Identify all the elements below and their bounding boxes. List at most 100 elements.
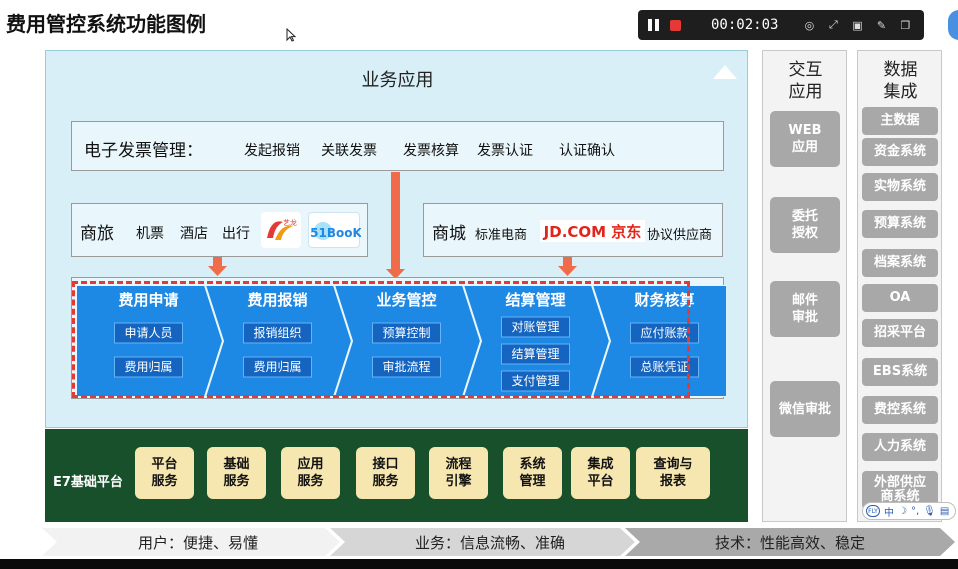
travel-item-transport: 出行 <box>222 226 250 242</box>
screenshot-icon[interactable]: ▣ <box>852 18 863 32</box>
flow-sub-box-2-1 <box>372 356 441 378</box>
business-travel-panel: 商旅 机票 酒店 出行 艺龙 51BooK <box>71 203 368 257</box>
flow-stage-label-0: 费用申请 <box>118 291 178 309</box>
flow-sub-box-4-1 <box>630 356 699 378</box>
mall-panel: 商城 标准电商 JD.COM 京东 协议供应商 <box>423 203 723 257</box>
screen-bottom-edge <box>0 559 958 569</box>
invoice-down-arrow-head <box>386 269 405 279</box>
service-application: 应用 服务 <box>281 447 340 499</box>
flow-stage-label-3: 结算管理 <box>505 291 565 309</box>
mall-standard-ecommerce: 标准电商 <box>475 228 528 243</box>
e7-platform-area: E7基础平台 平台 服务 基础 服务 应用 服务 接口 服务 流程 引擎 系统 … <box>45 429 748 522</box>
flow-stage-3 <box>461 285 612 397</box>
interaction-delegation: 委托 授权 <box>770 197 840 253</box>
flow-sub-box-0-1 <box>114 356 183 378</box>
footer-user-text: 用户：便捷、易懂 <box>138 534 258 552</box>
ime-chinese-mode[interactable]: 中 <box>884 507 894 519</box>
data-oa: OA <box>862 284 938 312</box>
footer-principles-bar: 用户：便捷、易懂 业务：信息流畅、准确 技术：性能高效、稳定 <box>42 528 955 556</box>
fullscreen-icon[interactable]: ⤢ <box>829 18 838 31</box>
travel-item-flight: 机票 <box>136 226 164 242</box>
flow-sub-box-3-1 <box>501 343 570 365</box>
collapse-triangle-icon[interactable] <box>713 65 737 79</box>
recording-time: 00:02:03 <box>711 17 779 33</box>
minimize-icon[interactable]: ❐ <box>900 18 911 32</box>
flow-sub-label-4-0: 应付账款 <box>640 325 688 340</box>
data-master-data: 主数据 <box>862 107 938 135</box>
camera-toggle-icon[interactable]: ◎ <box>804 18 815 32</box>
flow-sub-label-3-2: 支付管理 <box>511 373 559 388</box>
e7-platform-label: E7基础平台 <box>53 475 123 490</box>
flow-sub-label-1-0: 报销组织 <box>253 325 301 340</box>
service-integration-platform: 集成 平台 <box>571 447 630 499</box>
data-archive-system: 档案系统 <box>862 249 938 277</box>
invoice-item-confirm: 认证确认 <box>559 143 615 159</box>
process-flow-highlight-border <box>72 281 690 398</box>
footer-tech-text: 技术：性能高效、稳定 <box>715 534 865 552</box>
process-flow-diagram: 费用申请申请人员费用归属费用报销报销组织费用归属业务管控预算控制审批流程结算管理… <box>76 285 726 397</box>
jd-logo: JD.COM 京东 <box>540 220 645 242</box>
ime-microphone-icon[interactable]: 🎙 <box>923 505 936 517</box>
flow-sub-box-1-1 <box>243 356 312 378</box>
data-hr-system: 人力系统 <box>862 433 938 461</box>
data-procurement-platform: 招采平台 <box>862 319 938 347</box>
connector-arrows <box>208 172 577 279</box>
invoice-item-verify: 发票认证 <box>477 143 533 159</box>
pause-icon[interactable] <box>648 19 660 31</box>
flow-stage-label-2: 业务管控 <box>376 291 436 309</box>
51book-logo-text: 51BooK <box>310 226 361 240</box>
travel-down-arrow-shaft <box>213 257 222 269</box>
ime-punctuation-icon[interactable]: °, <box>910 505 920 517</box>
flow-sub-label-0-0: 申请人员 <box>124 326 172 340</box>
service-system-management: 系统 管理 <box>503 447 562 499</box>
ime-logo-icon: FLY <box>866 505 880 517</box>
ime-menu-icon[interactable]: ▤ <box>939 505 950 517</box>
interaction-wechat-approval: 微信审批 <box>770 381 840 437</box>
mall-down-arrow-head <box>558 266 577 276</box>
footer-segment-business <box>330 528 635 556</box>
data-asset-system: 实物系统 <box>862 173 938 201</box>
invoice-item-account: 发票核算 <box>403 143 459 159</box>
flow-sub-label-3-0: 对账管理 <box>511 319 559 334</box>
page-title: 费用管控系统功能图例 <box>6 12 206 36</box>
ime-moon-icon[interactable]: ☽ <box>898 505 907 517</box>
data-budget-system: 预算系统 <box>862 210 938 238</box>
flow-sub-label-2-0: 预算控制 <box>382 325 430 340</box>
business-travel-title: 商旅 <box>80 224 114 244</box>
service-basic: 基础 服务 <box>207 447 266 499</box>
flow-sub-label-1-1: 费用归属 <box>253 360 301 374</box>
data-integration-column: 数据 集成 主数据 资金系统 实物系统 预算系统 档案系统 OA 招采平台 EB… <box>857 50 942 522</box>
ime-toolbar[interactable]: FLY 中 ☽ °, 🎙 ▤ <box>862 502 956 520</box>
footer-business-text: 业务：信息流畅、准确 <box>415 534 565 552</box>
mall-agreement-supplier: 协议供应商 <box>647 228 713 243</box>
flow-sub-label-4-1: 总账凭证 <box>640 359 688 374</box>
travel-item-hotel: 酒店 <box>180 226 208 242</box>
flow-stage-label-4: 财务核算 <box>634 291 694 309</box>
flow-sub-box-2-0 <box>372 322 441 344</box>
floating-ball-icon[interactable] <box>948 10 958 40</box>
business-application-area: 业务应用 电子发票管理： 发起报销 关联发票 发票核算 发票认证 认证确认 商旅… <box>45 50 748 428</box>
interaction-email-approval: 邮件 审批 <box>770 281 840 337</box>
e-invoice-title: 电子发票管理： <box>84 141 203 161</box>
footer-segment-user <box>42 528 340 556</box>
footer-segment-tech <box>625 528 955 556</box>
interaction-web: WEB 应用 <box>770 111 840 167</box>
yilong-logo-text: 艺龙 <box>283 218 297 227</box>
screen-recorder-toolbar: 00:02:03 ◎ ⤢ ▣ ✎ ❐ <box>638 10 924 40</box>
service-platform: 平台 服务 <box>135 447 194 499</box>
invoice-item-initiate: 发起报销 <box>244 143 300 159</box>
flow-sub-box-1-0 <box>243 322 312 344</box>
stop-icon[interactable] <box>670 19 681 31</box>
flow-stage-label-1: 费用报销 <box>247 291 307 309</box>
flow-sub-label-0-1: 费用归属 <box>124 360 172 374</box>
data-ebs-system: EBS系统 <box>862 358 938 386</box>
data-expense-control-system: 费控系统 <box>862 396 938 424</box>
service-workflow-engine: 流程 引擎 <box>429 447 488 499</box>
invoice-item-link: 关联发票 <box>321 143 377 159</box>
service-interface: 接口 服务 <box>356 447 415 499</box>
data-integration-title: 数据 集成 <box>883 60 918 102</box>
mall-down-arrow-shaft <box>563 257 572 269</box>
pen-icon[interactable]: ✎ <box>876 18 887 32</box>
interaction-title: 交互 应用 <box>788 60 823 102</box>
mouse-cursor-icon <box>286 28 296 42</box>
